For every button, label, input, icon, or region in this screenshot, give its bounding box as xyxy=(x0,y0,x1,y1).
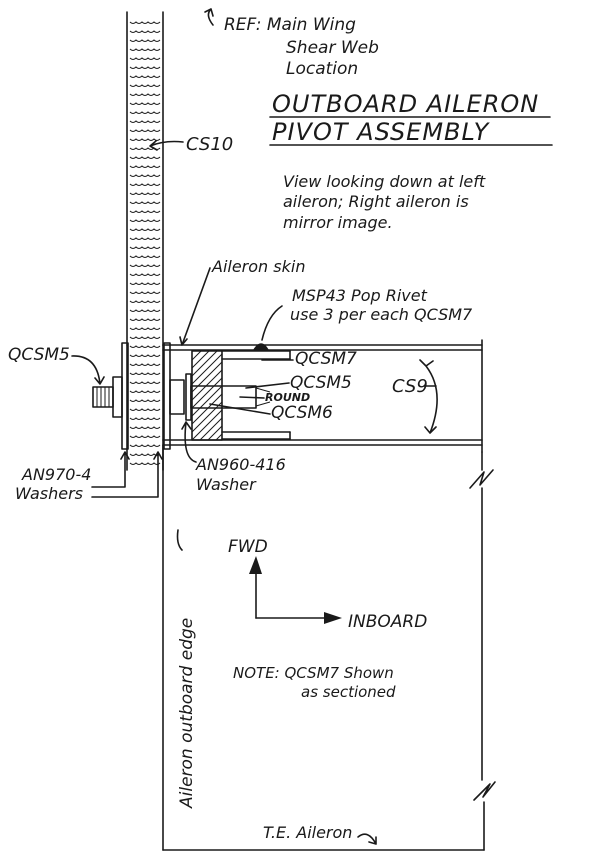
hatch-line xyxy=(191,409,223,441)
aileron-skin-leader xyxy=(179,267,211,346)
section-note: NOTE: QCSM7 Shown as sectioned xyxy=(233,664,399,701)
diagram-title: OUTBOARD AILERON PIVOT ASSEMBLY xyxy=(272,90,548,146)
qcsm7-block xyxy=(191,350,291,441)
cs9-arrow xyxy=(419,359,438,434)
aileron-spar-cs9 xyxy=(162,339,483,453)
hatch-line xyxy=(191,369,223,401)
qcsm5-right-label: QCSM5 xyxy=(290,373,352,393)
hatch-line xyxy=(191,361,223,393)
fwd-label: FWD xyxy=(228,537,268,557)
an960-label: AN960-416 Washer xyxy=(195,455,291,494)
pop-rivet-label: MSP43 Pop Rivet use 3 per each QCSM7 xyxy=(290,286,473,324)
aileron-outboard-edge-label: Aileron outboard edge xyxy=(177,618,197,809)
cs10-label: CS10 xyxy=(186,134,233,155)
hatch-line xyxy=(191,401,223,433)
pop-rivet-leader xyxy=(261,305,283,341)
an970-leader-1 xyxy=(91,451,130,488)
an960-leader xyxy=(181,421,197,463)
pop-rivet-head xyxy=(253,343,269,351)
inboard-label: INBOARD xyxy=(348,612,427,632)
hatch-line xyxy=(207,425,223,441)
te-aileron-label: T.E. Aileron xyxy=(263,823,352,842)
qcsm6-leader xyxy=(209,403,271,415)
hatch-line xyxy=(215,433,223,441)
qcsm5-left-label: QCSM5 xyxy=(8,345,70,365)
round-label: ROUND xyxy=(265,391,310,404)
cs10-leader xyxy=(149,140,184,151)
hatch-line xyxy=(191,350,210,369)
hatch-line xyxy=(191,353,223,385)
main-wing-shear-web xyxy=(126,11,164,471)
an970-leader-2 xyxy=(91,451,163,498)
hatch-line xyxy=(191,385,223,417)
cs9-label: CS9 xyxy=(392,376,428,397)
hatch-line xyxy=(191,393,223,425)
qcsm5-left-leader xyxy=(71,355,105,385)
ref-leader-arrow xyxy=(204,8,214,26)
te-aileron-leader xyxy=(357,833,377,845)
outboard-edge-leader xyxy=(176,529,183,551)
direction-arrows xyxy=(249,556,342,624)
view-note: View looking down at left aileron; Right… xyxy=(283,172,490,232)
hatch-line xyxy=(191,350,202,361)
aileron-skin-label: Aileron skin xyxy=(211,257,305,276)
qcsm6-label: QCSM6 xyxy=(271,403,333,423)
hatch-line xyxy=(191,377,223,409)
hatch-line xyxy=(199,417,223,441)
qcsm5-right-leader xyxy=(245,382,290,389)
ref-note: REF: Main Wing Shear Web Location xyxy=(224,15,384,79)
aileron-body xyxy=(162,444,496,851)
qcsm7-label: QCSM7 xyxy=(295,349,357,369)
an970-label: AN970-4 Washers xyxy=(15,465,97,503)
round-leader xyxy=(239,396,265,399)
hatch-line xyxy=(191,350,218,377)
